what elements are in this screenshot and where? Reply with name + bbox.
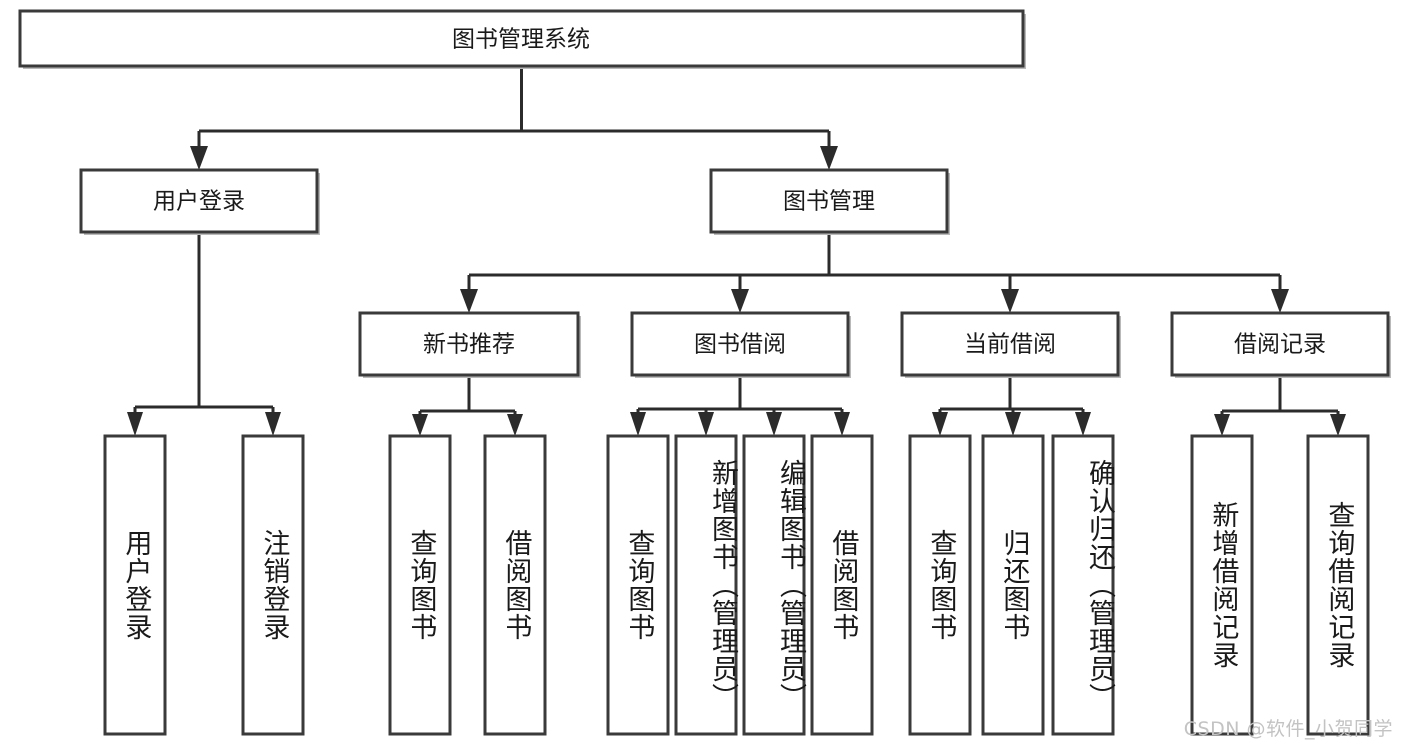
leaf-query-book-2-rect[interactable] [606, 434, 670, 736]
node-root-rect [18, 9, 1025, 68]
connector-group-book-manage [460, 232, 1289, 313]
arrow-head-leaf-add-book [698, 412, 714, 436]
leaf-borrow-book-2-rect[interactable] [810, 434, 874, 736]
arrow-head-leaf-borrow-book-1 [507, 414, 523, 436]
node-user-login-label: 用户登录 [153, 189, 245, 215]
node-new-book-recommend-rect [358, 311, 580, 377]
arrow-head-user-login [190, 146, 208, 170]
arrow-head-leaf-add-record [1214, 414, 1230, 436]
leaf-query-record-rect[interactable] [1306, 434, 1370, 736]
arrow-head-leaf-query-book-1 [412, 414, 428, 436]
connector-group-current-borrow [932, 375, 1091, 436]
connector-group-user-login [127, 232, 281, 436]
node-book-manage-label: 图书管理 [783, 189, 875, 215]
arrow-head-book-manage [820, 146, 838, 170]
node-current-borrow-label: 当前借阅 [964, 332, 1056, 358]
node-book-borrow-rect [630, 311, 850, 377]
node-user-login-rect [79, 168, 319, 234]
node-user-login[interactable]: 用户登录 [79, 168, 320, 235]
leaf-user-logout-rect[interactable] [241, 434, 305, 736]
leaf-query-book-1-rect[interactable] [388, 434, 452, 736]
arrow-head-leaf-confirm-return [1075, 412, 1091, 436]
node-new-book-recommend-label: 新书推荐 [423, 332, 515, 358]
node-book-manage[interactable]: 图书管理 [709, 168, 950, 235]
node-book-borrow-label: 图书借阅 [694, 332, 786, 358]
csdn-watermark: CSDN @软件_小贺同学 [1183, 718, 1393, 740]
node-borrow-record-label: 借阅记录 [1234, 332, 1326, 358]
node-root[interactable]: 图书管理系统 [18, 9, 1026, 69]
node-book-borrow[interactable]: 图书借阅 [630, 311, 851, 378]
node-borrow-record[interactable]: 借阅记录 [1170, 311, 1391, 378]
connector-group-new-book-recommend [412, 375, 523, 436]
node-current-borrow[interactable]: 当前借阅 [900, 311, 1121, 378]
arrow-head-leaf-borrow-book-2 [834, 412, 850, 436]
arrow-head-borrow-record [1271, 289, 1289, 313]
arrow-head-new-book-recommend [460, 289, 478, 313]
node-root-label: 图书管理系统 [452, 27, 590, 53]
arrow-head-leaf-user-login [127, 412, 143, 436]
node-new-book-recommend[interactable]: 新书推荐 [358, 311, 581, 378]
node-book-manage-rect [709, 168, 949, 234]
leaf-add-book-rect[interactable] [674, 434, 738, 736]
arrow-head-leaf-user-logout [265, 412, 281, 436]
connector-group-borrow-record [1214, 375, 1346, 436]
leaf-user-login-rect[interactable] [103, 434, 167, 736]
leaf-borrow-book-1-rect[interactable] [483, 434, 547, 736]
arrow-head-leaf-return-book [1005, 412, 1021, 436]
arrow-head-book-borrow [731, 289, 749, 313]
connector-group-book-borrow [630, 375, 850, 436]
leaf-return-book-rect[interactable] [981, 434, 1045, 736]
connector-group-root [190, 66, 838, 170]
node-current-borrow-rect [900, 311, 1120, 377]
leaf-query-book-3-rect[interactable] [908, 434, 972, 736]
arrow-head-leaf-edit-book [766, 412, 782, 436]
leaf-add-record-rect[interactable] [1190, 434, 1254, 736]
leaf-edit-book-rect[interactable] [742, 434, 806, 736]
node-borrow-record-rect [1170, 311, 1390, 377]
arrow-head-current-borrow [1001, 289, 1019, 313]
leaf-node-group [103, 434, 1370, 736]
arrow-head-leaf-query-record [1330, 414, 1346, 436]
leaf-confirm-return-rect[interactable] [1051, 434, 1115, 736]
arrow-head-leaf-query-book-3 [932, 412, 948, 436]
arrow-head-leaf-query-book-2 [630, 412, 646, 436]
